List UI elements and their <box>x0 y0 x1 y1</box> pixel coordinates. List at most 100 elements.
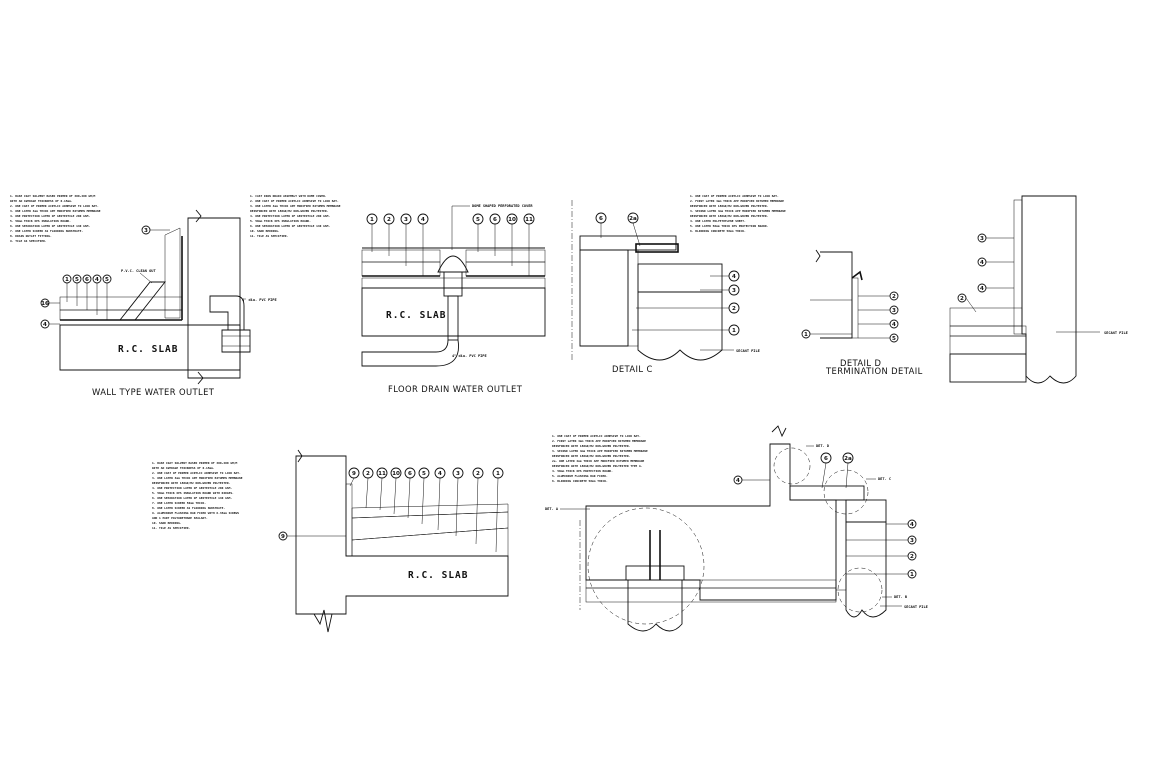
specification-notes: 1. ONE COAT OF PRIMER ACRYLIC ADHESIVE T… <box>690 194 786 233</box>
tile-bed-right <box>465 249 546 263</box>
slab-label: R.C. SLAB <box>118 344 178 355</box>
screed-layer <box>351 527 509 557</box>
tag-number: 9 <box>352 471 356 477</box>
membrane-layers <box>1013 199 1023 335</box>
note-line: WITH AN AVERAGE THICKNESS OF 0.15mm. <box>152 466 215 470</box>
note-line: REINFORCED WITH 180GR/M2 NON-WOVEN POLYE… <box>152 481 231 485</box>
tag-number: 16 <box>41 301 49 307</box>
callout-text: SECANT PILE <box>904 605 928 609</box>
protection-board <box>637 263 723 293</box>
tag-number: 6 <box>493 217 497 223</box>
note-line: 2. FIRST LAYER 4mm THICK APP MODIFIED BI… <box>552 439 646 443</box>
note-line: 1. CAST IRON DRAIN ASSEMBLY WITH DOME CO… <box>250 194 327 198</box>
break-line <box>195 209 202 223</box>
detail-subtitle: TERMINATION DETAIL <box>825 366 923 376</box>
tag-bubbles: 1 2 3 4 5 6 10 11 <box>366 213 535 276</box>
callout-text: 4" dia. PVC PIPE <box>242 298 277 302</box>
callout-text: DET. D <box>816 444 829 448</box>
note-line: 3. ONE LAYER 4mm THICK APP MODIFIED BITU… <box>250 204 341 208</box>
note-line: 1. BASE COAT SOLVENT BASED PRIMER OF 300… <box>10 194 96 198</box>
note-line: 1. ONE COAT OF PRIMER ACRYLIC ADHESIVE T… <box>552 434 641 438</box>
callout-text: P.V.C. CLEAN OUT <box>121 269 156 273</box>
tag-number: 4 <box>421 217 425 223</box>
note-line: REINFORCED WITH 180GR/M2 NON-WOVEN POLYE… <box>552 444 631 448</box>
specification-notes: 1. BASE COAT SOLVENT BASED PRIMER OF 300… <box>152 461 243 530</box>
membrane-floor <box>949 325 1027 337</box>
tag-number: 10 <box>508 217 516 223</box>
blinding-concrete <box>585 587 837 603</box>
screed-layer <box>59 296 183 311</box>
note-line: 7. ONE LAYER SCREED 50mm THICK. <box>152 501 206 505</box>
tag-number: 2 <box>960 296 964 302</box>
callout-text: 4" dia. PVC PIPE <box>452 354 487 358</box>
tag-bubbles: 1 2 3 4 5 <box>801 291 899 343</box>
pvc-pipe-elbow <box>209 295 245 331</box>
note-line: 2. FIRST LAYER 4mm THICK APP MODIFIED BI… <box>690 199 784 203</box>
detail-d-termination: 1 2 3 4 5 DETAIL D TERMINATION DETAIL <box>801 249 923 376</box>
tag-number: 3 <box>404 217 408 223</box>
slab-label: R.C. SLAB <box>408 570 468 581</box>
note-line: 3. SECOND LAYER 4mm THICK APP MODIFIED B… <box>690 209 786 213</box>
note-line: 2a. ONE LAYER 4mm THICK APP MODIFIED BIT… <box>552 459 644 463</box>
callout-text: SECANT PILE <box>1104 331 1128 335</box>
step-blinding <box>789 485 865 501</box>
insulation-layer-right <box>465 261 546 277</box>
floor-membrane <box>585 579 837 589</box>
tag-number: 2 <box>476 471 480 477</box>
note-line: AND 1 PART POLYURETHANE SEALANT. <box>152 516 208 520</box>
detail-basement-section: 1. ONE COAT OF PRIMER ACRYLIC ADHESIVE T… <box>545 425 928 632</box>
note-line: 3. ONE LAYER 4mm THICK APP MODIFIED BITU… <box>152 476 243 480</box>
tag-number: 2a <box>629 216 637 222</box>
tag-number: 2 <box>910 554 914 560</box>
tile-bed-left <box>361 249 441 263</box>
callout-text: DET. A <box>545 507 559 511</box>
rc-slab <box>59 324 241 371</box>
note-line: 10. SAND BEDDING. <box>250 229 280 233</box>
note-line: 6. ONE SEPARATION LAYER OF GEOTEXTILE 14… <box>250 224 330 228</box>
tag-number: 5 <box>892 336 896 342</box>
tag-number: 1 <box>910 572 914 578</box>
tag-number: 1 <box>804 332 808 338</box>
tag-number: 10 <box>392 471 400 477</box>
membrane-layers <box>627 249 639 347</box>
note-line: 4. ONE LAYER POLYETHYLENE SHEET. <box>690 219 746 223</box>
note-line: 6. BLINDING CONCRETE 50mm THICK. <box>690 229 746 233</box>
membrane-upturn <box>345 483 353 557</box>
note-line: 4. ONE PROTECTION LAYER OF GEOTEXTILE 20… <box>250 214 330 218</box>
screed-layer <box>361 277 546 289</box>
pvc-pipe-bend <box>361 339 459 367</box>
detail-c-circle <box>823 469 869 515</box>
note-line: REINFORCED WITH 180GR/M2 NON-WOVEN POLYE… <box>690 204 769 208</box>
note-line: 6. ONE SEPARATION LAYER OF GEOTEXTILE 14… <box>10 224 90 228</box>
slab-label: R.C. SLAB <box>386 310 446 321</box>
insulation-layer <box>351 511 509 541</box>
note-line: REINFORCED WITH 180GR/M2 NON-WOVEN POLYE… <box>250 209 329 213</box>
tag-number: 2 <box>892 294 896 300</box>
tag-number: 5 <box>105 277 109 283</box>
note-line: 11. TILE AS SPECIFIED. <box>250 234 289 238</box>
tag-number: 11 <box>525 217 533 223</box>
note-line: 2. ONE COAT OF PRIMER ACRYLIC ADHESIVE T… <box>152 471 241 475</box>
tag-number: 6 <box>85 277 89 283</box>
detail-floor-drain-water-outlet: 1. CAST IRON DRAIN ASSEMBLY WITH DOME CO… <box>250 194 546 394</box>
concrete-wall <box>187 217 241 379</box>
tag-bubbles: 4 6 2a 4 3 2 1 <box>733 452 917 579</box>
tag-bubbles: 9 2 11 10 6 5 4 3 2 1 9 <box>278 467 504 553</box>
note-line: 4. ONE PROTECTION LAYER OF GEOTEXTILE 20… <box>10 214 90 218</box>
tag-number: 2a <box>844 456 852 462</box>
note-line: 8. ONE LAYER SCREED AS FLOORING SUBSTRAT… <box>152 506 225 510</box>
tag-number: 6 <box>824 456 828 462</box>
break-line <box>197 371 204 385</box>
drain-body <box>443 271 463 297</box>
callout-text: DET. B <box>894 595 908 599</box>
detail-d-circle <box>773 447 811 485</box>
clean-out-fitting <box>221 329 251 353</box>
dome-cover <box>437 255 469 273</box>
insulation-layer-left <box>361 261 441 277</box>
tag-number: 4 <box>736 478 740 484</box>
detail-a-circle <box>587 507 705 625</box>
note-line: 2. ONE COAT OF PRIMER ACRYLIC ADHESIVE T… <box>250 199 339 203</box>
note-line: 9. ALUMINIUM FLASHING BAR FIXED WITH 6.3… <box>152 511 239 515</box>
detail-wall-type-water-outlet: 1. BASE COAT SOLVENT BASED PRIMER OF 300… <box>10 194 277 397</box>
